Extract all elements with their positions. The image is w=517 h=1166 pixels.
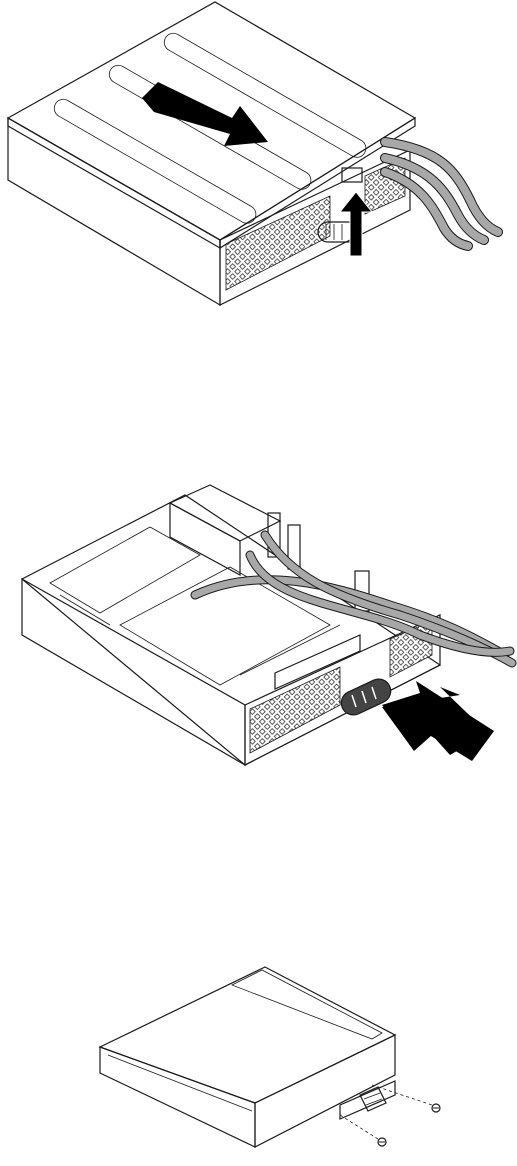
figure-slide-cover bbox=[0, 0, 517, 320]
arrow-icon bbox=[142, 82, 268, 146]
arrow-icon bbox=[382, 681, 494, 761]
drive-cables bbox=[195, 535, 512, 663]
figure-optical-drive bbox=[0, 955, 517, 1166]
screw-icon bbox=[340, 1115, 386, 1146]
mounting-bracket bbox=[340, 1081, 395, 1119]
screw-icon bbox=[372, 1085, 440, 1112]
optical-drive bbox=[100, 967, 395, 1147]
figure-insert-bay bbox=[0, 455, 517, 785]
